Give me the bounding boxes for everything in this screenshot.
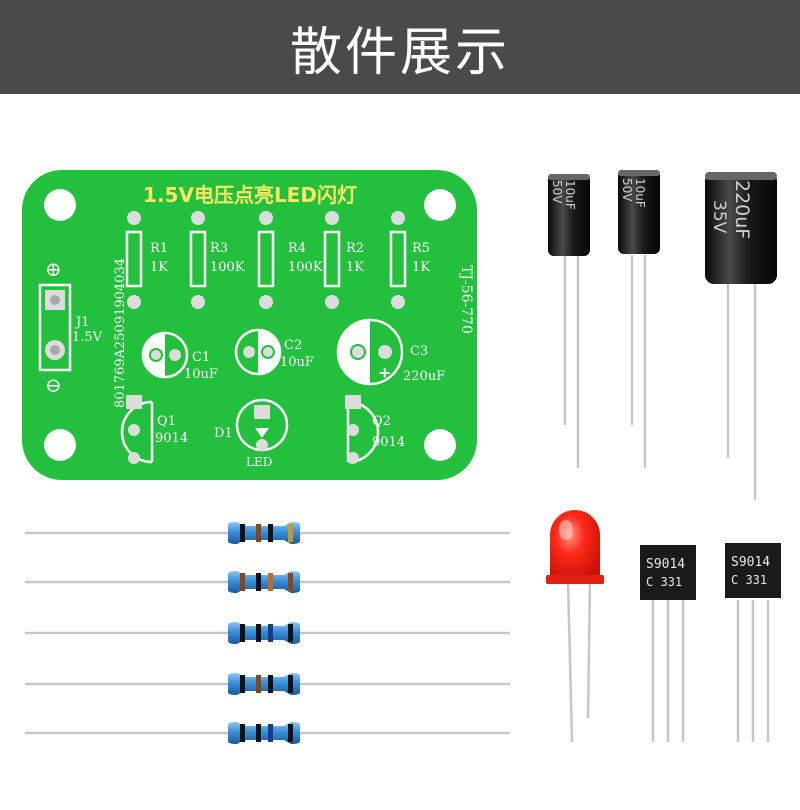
transistor2-code: C 331 [731,573,767,587]
header-banner: 散件展示 [0,0,800,94]
resistor-name-r3: R3 [210,241,228,256]
q2-value: 9014 [372,435,405,450]
c2-value: 10uF [280,355,314,370]
resistor-value-r1: 1K [150,260,168,275]
plus-symbol: ⊕ [45,257,62,281]
resistor-value-r2: 1K [346,260,364,275]
cap2-voltage: 50V [620,178,634,202]
resistor-value-r5: 1K [412,260,430,275]
capacitor-220uf: 220uF 35V [705,172,777,500]
minus-symbol: ⊖ [45,373,62,397]
led-footprint-d1: D1 LED [214,398,289,469]
capacitor-10uf-2: 10uF 50V [618,170,660,468]
svg-text:+: + [378,363,391,382]
cap2-value: 10uF [633,178,647,208]
components-photo: 1.5V电压点亮LED闪灯 801769A250919040​34 TJ-56-… [22,170,781,744]
cap1-voltage: 50V [550,180,564,204]
transistor-s9014-2: S9014 C 331 [725,543,781,742]
resistor-footprint-r3: R3 100K [189,211,245,309]
resistor-1 [25,522,510,544]
resistor-2 [25,571,510,593]
cap3-value: 220uF [731,180,753,239]
pcb-title: 1.5V电压点亮LED闪灯 [143,183,357,207]
red-led [546,510,604,743]
resistor-name-r2: R2 [346,241,364,256]
cap1-value: 10uF [563,180,577,210]
c3-name: C3 [410,344,428,359]
c3-value: 220uF [403,369,445,384]
resistor-3 [25,622,510,644]
c1-value: 10uF [184,367,218,382]
d1-name: D1 [214,426,233,441]
cap-footprint-c1: C1 10uF [141,331,218,382]
transistor2-model: S9014 [731,555,770,570]
transistor-s9014-1: S9014 C 331 [640,545,696,742]
c2-name: C2 [284,338,302,353]
resistor-value-r3: 100K [210,260,245,275]
transistor-footprint-q1: Q1 9014 [120,395,188,464]
resistor-4 [25,673,510,695]
q1-value: 9014 [155,431,188,446]
capacitor-10uf-1: 10uF 50V [548,174,590,468]
resistor-footprint-r4: R4 100K [257,211,323,309]
cap-footprint-c3: + C3 220uF [336,318,445,386]
pcb-code-vertical: 801769A250919040​34 [113,258,128,408]
led-label: LED [246,455,272,469]
resistor-5 [25,722,510,744]
cap3-voltage: 35V [709,200,729,234]
transistor1-model: S9014 [646,557,685,572]
q2-name: Q2 [372,414,391,429]
c1-name: C1 [192,350,210,365]
transistor1-code: C 331 [646,575,682,589]
cap-footprint-c2: C2 10uF [234,328,314,376]
page-title: 散件展示 [289,23,510,83]
resistor-name-r5: R5 [412,241,430,256]
resistor-name-r4: R4 [288,241,306,256]
resistor-value-r4: 100K [288,260,323,275]
q1-name: Q1 [157,414,176,429]
transistor-footprint-q2: Q2 9014 [345,395,405,464]
pcb-code-side: TJ-56-770 [458,265,474,334]
j1-name: J1 [74,315,89,330]
loose-resistors [25,522,510,744]
j1-value: 1.5V [72,330,103,345]
resistor-name-r1: R1 [150,241,168,256]
pcb-board: 1.5V电压点亮LED闪灯 801769A250919040​34 TJ-56-… [22,170,477,480]
